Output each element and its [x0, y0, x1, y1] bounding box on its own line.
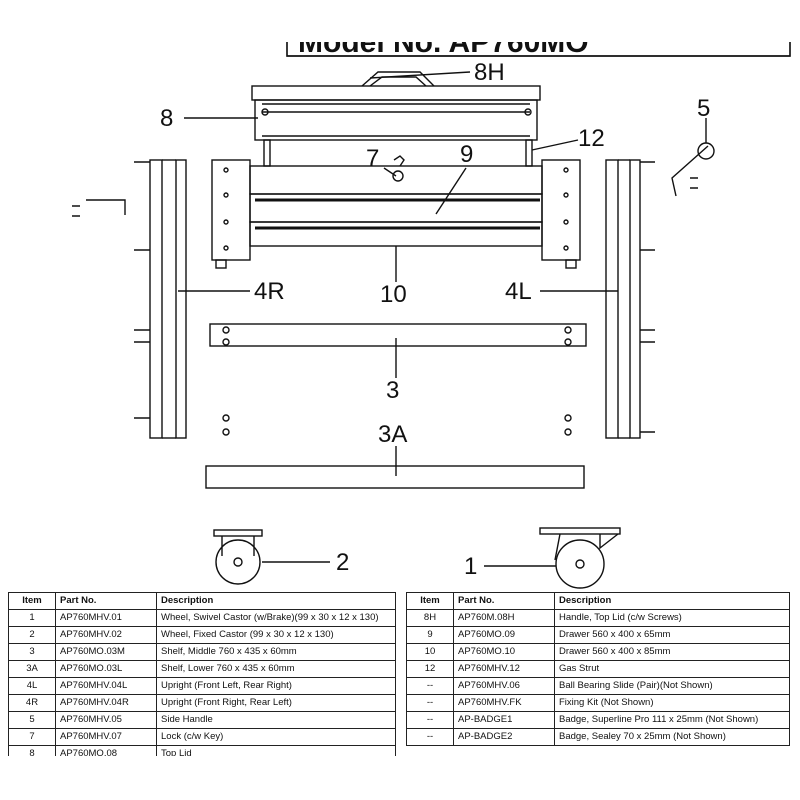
lid-handle	[361, 71, 435, 87]
label-10: 10	[380, 281, 407, 308]
label-3A: 3A	[378, 421, 407, 448]
col-item: Item	[406, 592, 454, 610]
swivel-castor	[539, 527, 621, 589]
allen-key	[86, 199, 126, 215]
top-lid	[251, 85, 541, 141]
lower-shelf	[205, 465, 585, 489]
label-5: 5	[697, 95, 710, 122]
middle-shelf	[209, 323, 587, 436]
label-3: 3	[386, 377, 399, 404]
label-4R: 4R	[254, 278, 285, 305]
leader-lines	[178, 71, 707, 567]
label-7: 7	[366, 145, 379, 172]
exploded-parts-diagram: Model No. AP760MO	[72, 26, 791, 589]
upright-front-right	[134, 159, 187, 439]
col-description: Description	[156, 592, 396, 610]
label-1: 1	[464, 553, 477, 580]
gas-strut	[263, 139, 533, 167]
upright-front-left	[605, 159, 655, 439]
label-8: 8	[160, 105, 173, 132]
label-4L: 4L	[505, 278, 532, 305]
label-9: 9	[460, 141, 473, 168]
col-part-no: Part No.	[453, 592, 555, 610]
col-part-no: Part No.	[55, 592, 157, 610]
fixed-castor	[213, 529, 263, 585]
label-12: 12	[578, 125, 605, 152]
label-2: 2	[336, 549, 349, 576]
label-8H: 8H	[474, 59, 505, 86]
drawer-cabinet	[211, 155, 581, 269]
col-description: Description	[554, 592, 790, 610]
side-handle	[671, 142, 715, 197]
col-item: Item	[8, 592, 56, 610]
